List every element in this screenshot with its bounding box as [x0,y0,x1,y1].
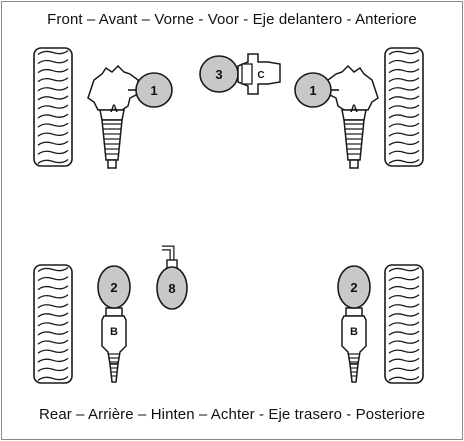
tread-groove [37,104,69,110]
tread-groove [37,312,69,318]
tread-groove [388,339,420,345]
tread-groove [37,158,69,164]
label-rear-right-ball: 2 [350,280,357,295]
tread-groove [37,140,69,146]
rear-right-ball [337,265,371,309]
tread-groove [388,348,420,354]
label-pump-ball: 8 [168,281,175,296]
rear-left-cylinder [101,307,127,383]
tread-groove [388,357,420,363]
rear-right-tire [384,264,424,384]
label-center-ball: 3 [215,67,222,82]
tread-groove [388,95,420,101]
front-right-ball [294,72,339,108]
tread-groove [388,330,420,336]
label-front-left-arm: A [110,103,118,115]
tread-groove [388,86,420,92]
tread-groove [388,131,420,137]
label-rear-left-ball: 2 [110,280,117,295]
tread-groove [37,68,69,74]
tread-groove [388,140,420,146]
tread-groove [388,375,420,381]
tread-groove [388,321,420,327]
tread-groove [37,77,69,83]
rear-left-tire [33,264,73,384]
tread-groove [37,285,69,291]
front-left-ball [128,72,173,108]
tread-groove [388,122,420,128]
tread-groove [388,59,420,65]
tread-groove [388,285,420,291]
tread-groove [388,303,420,309]
tread-groove [388,158,420,164]
tread-groove [37,59,69,65]
tread-groove [388,50,420,56]
tread-groove [388,77,420,83]
tread-groove [37,339,69,345]
tread-groove [388,113,420,119]
front-right-tire [384,47,424,167]
tread-groove [388,276,420,282]
tread-groove [37,267,69,273]
front-left-tire [33,47,73,167]
tread-groove [37,303,69,309]
tread-groove [37,131,69,137]
label-rear-left-arm: B [110,326,118,338]
label-front-right-ball: 1 [309,83,316,98]
front-axle-caption: Front – Avant – Vorne - Voor - Eje delan… [47,11,417,28]
tread-groove [37,113,69,119]
tread-groove [388,104,420,110]
label-front-right-arm: A [350,103,358,115]
front-right-strut [327,64,379,169]
tread-groove [37,149,69,155]
label-front-left-ball: 1 [150,83,157,98]
tread-groove [37,294,69,300]
tread-groove [37,366,69,372]
tread-groove [37,50,69,56]
label-rear-right-arm: B [350,326,358,338]
tread-groove [388,366,420,372]
tread-groove [37,122,69,128]
tread-groove [388,267,420,273]
center-accumulator [199,53,281,95]
rear-left-ball [97,265,131,309]
tread-groove [37,357,69,363]
rear-right-cylinder [341,307,367,383]
pump-ball [156,245,188,310]
label-center-part: C [257,70,264,81]
tread-groove [388,68,420,74]
tread-groove [388,312,420,318]
tread-groove [388,294,420,300]
tread-groove [37,276,69,282]
tread-groove [37,95,69,101]
tread-groove [37,375,69,381]
rear-axle-caption: Rear – Arrière – Hinten – Achter - Eje t… [38,406,426,423]
tread-groove [37,321,69,327]
tread-groove [388,149,420,155]
tread-groove [37,330,69,336]
tread-groove [37,86,69,92]
front-left-strut [87,64,139,169]
tread-groove [37,348,69,354]
